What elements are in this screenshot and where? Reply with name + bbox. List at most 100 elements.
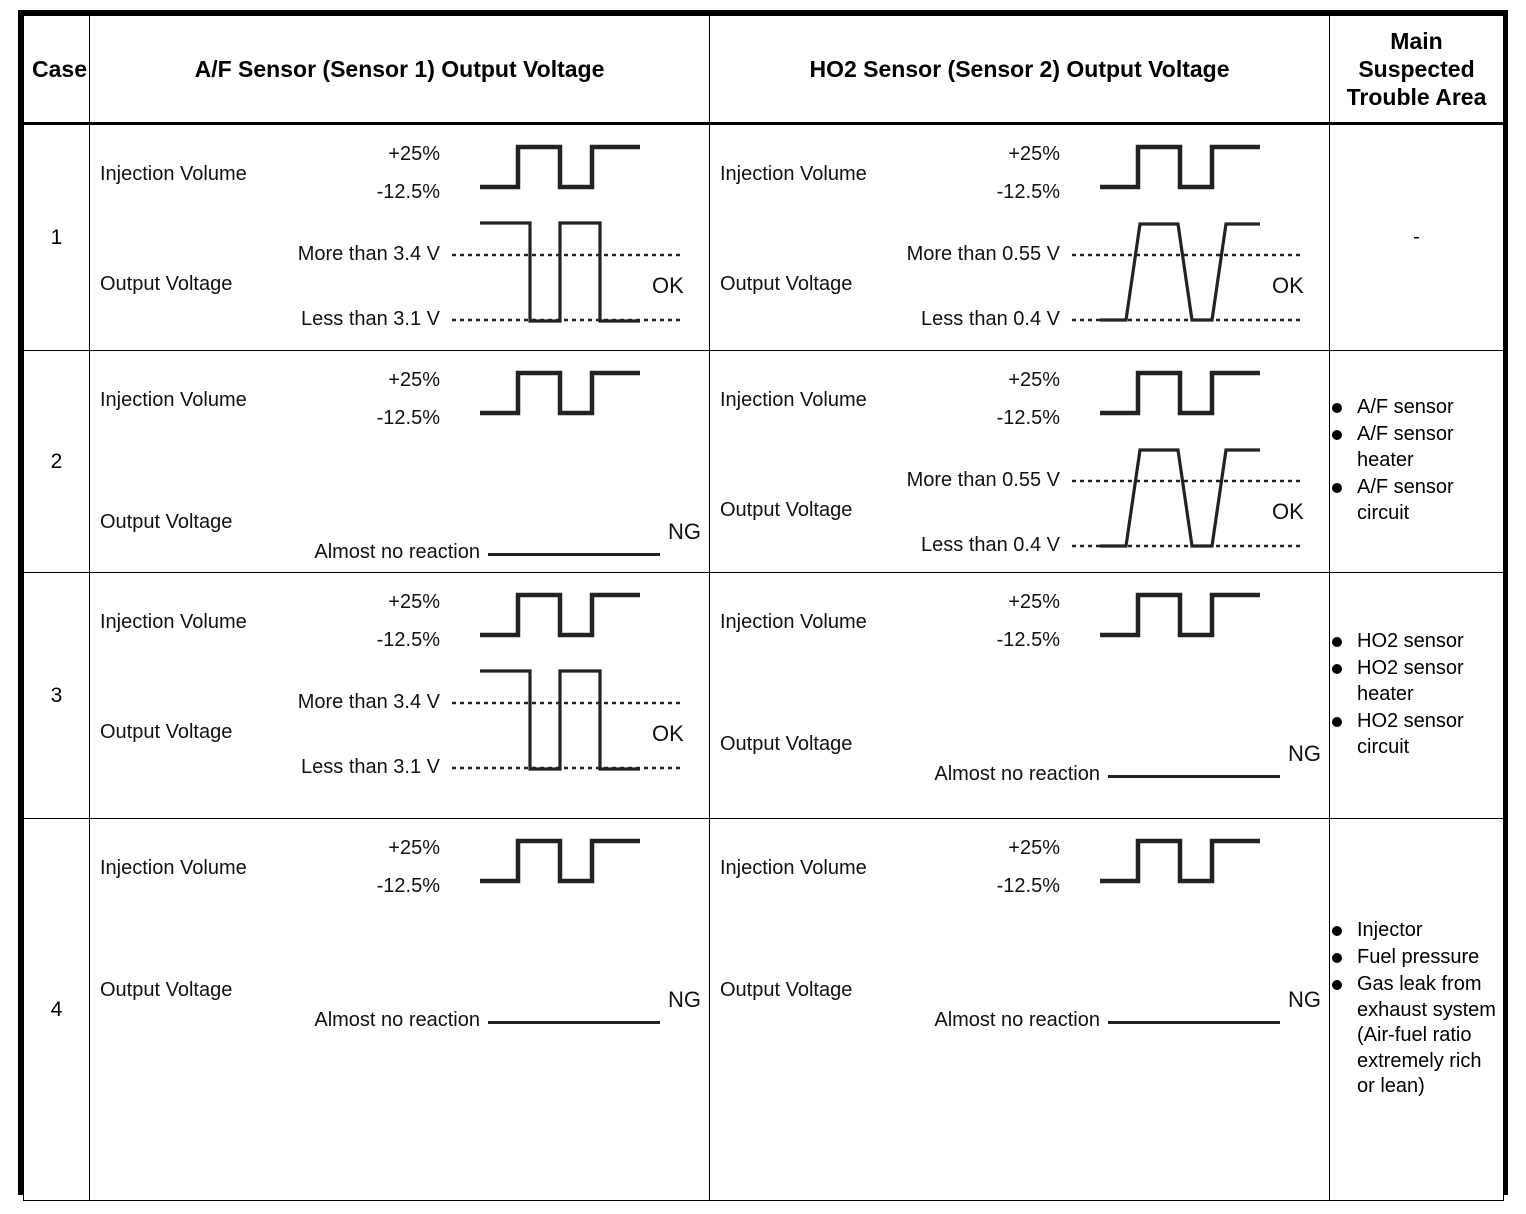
lower-threshold-line: [1072, 544, 1300, 548]
injection-high-value: +25%: [1008, 369, 1060, 391]
injection-volume-label: Injection Volume: [720, 857, 867, 879]
flat-output-trace: [488, 553, 660, 556]
injection-low-value: -12.5%: [376, 407, 440, 429]
ho2-sensor-diagram: Injection Volume +25% -12.5% Output Voltage…: [710, 351, 1329, 572]
lower-threshold-label: Less than 0.4 V: [921, 308, 1060, 330]
ho2-sensor-cell: Injection Volume+25%-12.5%Output Voltage…: [709, 123, 1330, 351]
lower-threshold-line: [452, 318, 680, 322]
injection-low-value: -12.5%: [996, 875, 1060, 897]
header-case: Case: [23, 15, 90, 125]
flat-output-trace: [1108, 775, 1280, 778]
bullet-icon: [1332, 430, 1342, 441]
list-item: HO2 sensor circuit: [1330, 709, 1503, 760]
list-item-label: Fuel pressure: [1357, 946, 1480, 969]
injection-volume-waveform: [1100, 591, 1260, 639]
list-item-label: Gas leak from exhaust system (Air-fuel r…: [1357, 973, 1496, 1097]
injection-volume-waveform: [1100, 143, 1260, 191]
list-item-label: HO2 sensor: [1357, 630, 1464, 653]
injection-volume-label: Injection Volume: [720, 611, 867, 633]
bullet-icon: [1332, 980, 1342, 991]
list-item-label: A/F sensor heater: [1357, 423, 1454, 471]
af-sensor-diagram: Injection Volume+25%-12.5%Output Voltage…: [90, 573, 709, 818]
list-item: Injector: [1330, 918, 1503, 943]
injection-low-value: -12.5%: [996, 407, 1060, 429]
bullet-icon: [1332, 664, 1342, 675]
injection-high-value: +25%: [1008, 837, 1060, 859]
injection-volume-label: Injection Volume: [100, 389, 247, 411]
injection-volume-waveform: [1100, 837, 1260, 885]
upper-threshold-line: [452, 701, 680, 705]
output-voltage-waveform: [1100, 220, 1260, 324]
no-reaction-label: Almost no reaction: [934, 763, 1100, 785]
list-item: A/F sensor: [1330, 395, 1503, 420]
list-item-label: Injector: [1357, 918, 1423, 941]
injection-volume-label: Injection Volume: [720, 389, 867, 411]
trouble-area-empty: -: [1413, 226, 1420, 248]
diagnostic-table-frame: Case A/F Sensor (Sensor 1) Output Voltag…: [18, 10, 1508, 1201]
output-voltage-label: Output Voltage: [100, 511, 233, 533]
af-sensor-cell: Injection Volume+25%-12.5%Output Voltage…: [89, 572, 710, 819]
list-item: Gas leak from exhaust system (Air-fuel r…: [1330, 972, 1503, 1099]
af-sensor-cell: Injection Volume+25%-12.5%Output Voltage…: [89, 818, 710, 1201]
lower-threshold-label: Less than 3.1 V: [301, 308, 440, 330]
output-voltage-label: Output Voltage: [720, 979, 853, 1001]
lower-threshold-line: [1072, 318, 1300, 322]
bullet-icon: [1332, 925, 1342, 936]
table-header: Case A/F Sensor (Sensor 1) Output Voltag…: [23, 15, 1504, 125]
output-voltage-label: Output Voltage: [720, 499, 853, 521]
injection-high-value: +25%: [388, 837, 440, 859]
output-voltage-waveform: [480, 668, 640, 772]
output-voltage-label: Output Voltage: [720, 273, 853, 295]
list-item: A/F sensor heater: [1330, 422, 1503, 473]
upper-threshold-label: More than 0.55 V: [906, 243, 1060, 265]
upper-threshold-line: [1072, 253, 1300, 257]
output-voltage-label: Output Voltage: [100, 273, 233, 295]
lower-threshold-line: [452, 766, 680, 770]
list-item-label: A/F sensor: [1357, 396, 1454, 419]
verdict-label: NG: [1288, 987, 1321, 1012]
verdict-label: OK: [1272, 499, 1304, 524]
af-sensor-diagram: Injection Volume+25%-12.5%Output Voltage…: [90, 125, 709, 350]
output-voltage-label: Output Voltage: [100, 979, 233, 1001]
header-af-sensor: A/F Sensor (Sensor 1) Output Voltage: [89, 15, 710, 125]
af-sensor-cell: Injection Volume +25% -12.5% Output Voltage…: [89, 350, 710, 573]
injection-high-value: +25%: [1008, 591, 1060, 613]
list-item-label: HO2 sensor circuit: [1357, 710, 1464, 758]
verdict-label: NG: [668, 519, 701, 544]
flat-output-trace: [488, 1021, 660, 1024]
flat-output-trace: [1108, 1021, 1280, 1024]
ho2-sensor-cell: Injection Volume +25% -12.5% Output Voltage…: [709, 572, 1330, 819]
table-row: 4 Injection Volume +25% -12.5% Output Voltag…: [23, 818, 1504, 1201]
injection-high-value: +25%: [388, 369, 440, 391]
bullet-icon: [1332, 483, 1342, 494]
no-reaction-label: Almost no reaction: [314, 1009, 480, 1031]
upper-threshold-label: More than 3.4 V: [297, 691, 440, 713]
injection-volume-label: Injection Volume: [720, 163, 867, 185]
injection-volume-waveform: [480, 591, 640, 639]
verdict-label: NG: [1288, 741, 1321, 766]
injection-low-value: -12.5%: [376, 181, 440, 203]
injection-volume-waveform: [480, 369, 640, 417]
injection-volume-waveform: [1100, 369, 1260, 417]
bullet-icon: [1332, 637, 1342, 648]
output-voltage-waveform: [480, 220, 640, 324]
injection-low-value: -12.5%: [376, 875, 440, 897]
bullet-icon: [1332, 717, 1342, 728]
injection-volume-waveform: [480, 837, 640, 885]
verdict-label: NG: [668, 987, 701, 1012]
injection-volume-label: Injection Volume: [100, 611, 247, 633]
ho2-sensor-diagram: Injection Volume+25%-12.5%Output Voltage…: [710, 125, 1329, 350]
output-voltage-waveform: [1100, 446, 1260, 550]
output-voltage-label: Output Voltage: [720, 733, 853, 755]
bullet-icon: [1332, 403, 1342, 414]
injection-low-value: -12.5%: [376, 629, 440, 651]
case-number-cell: 4: [23, 818, 90, 1201]
injection-low-value: -12.5%: [996, 629, 1060, 651]
ho2-sensor-diagram: Injection Volume +25% -12.5% Output Voltage…: [710, 819, 1329, 1200]
